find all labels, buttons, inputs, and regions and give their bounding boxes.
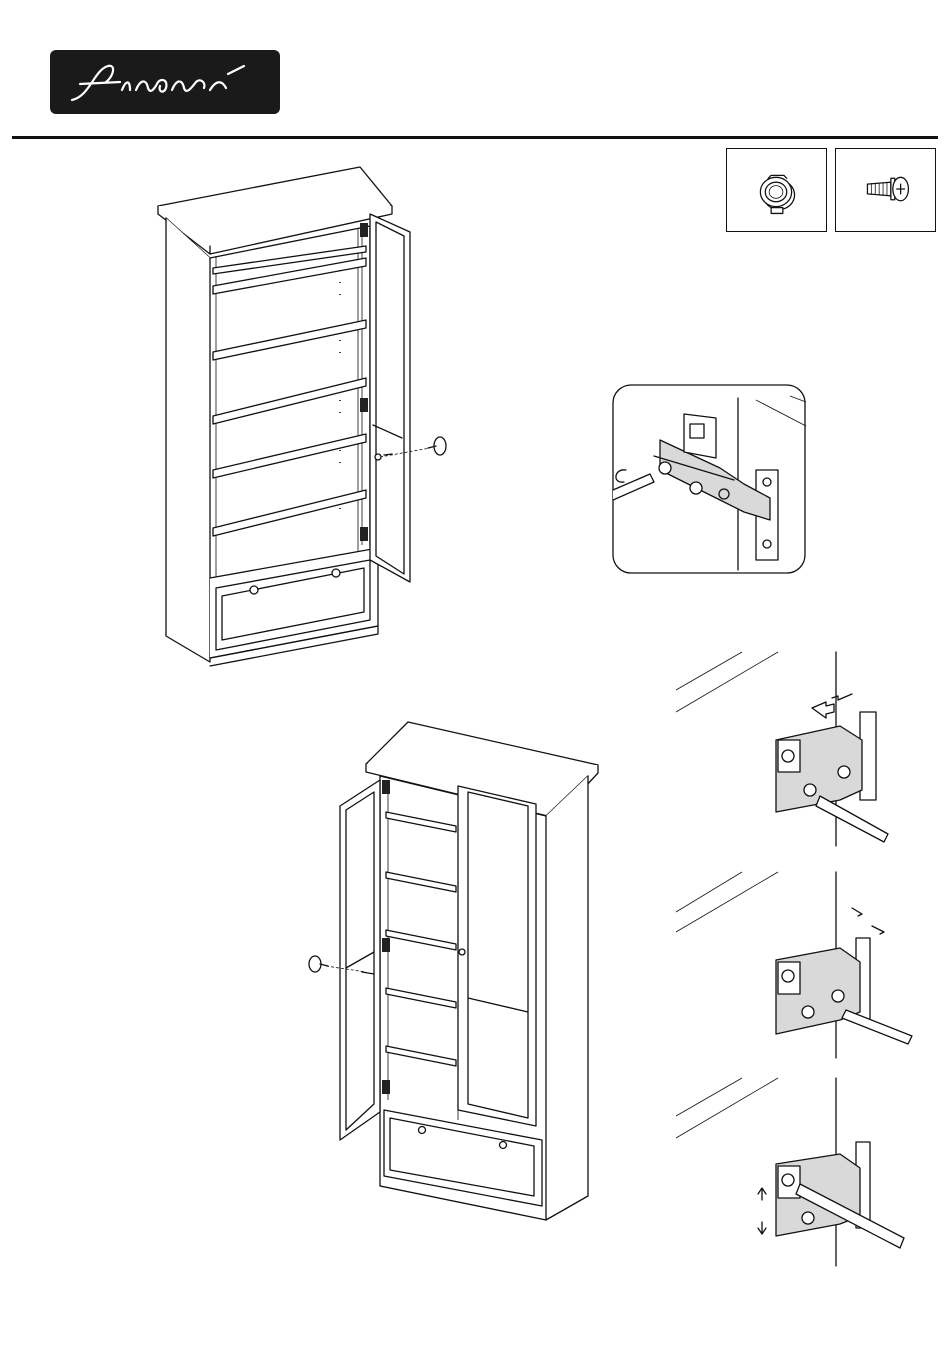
- hinge-adjust-depth: [676, 652, 888, 846]
- hinge-detail-panel: [613, 385, 806, 573]
- cabinet-right-door-open: [158, 167, 446, 666]
- cabinet-left-door-open: [309, 722, 598, 1220]
- hinge-adjust-height: [676, 1078, 904, 1266]
- hinge-adjust-side: [676, 872, 912, 1058]
